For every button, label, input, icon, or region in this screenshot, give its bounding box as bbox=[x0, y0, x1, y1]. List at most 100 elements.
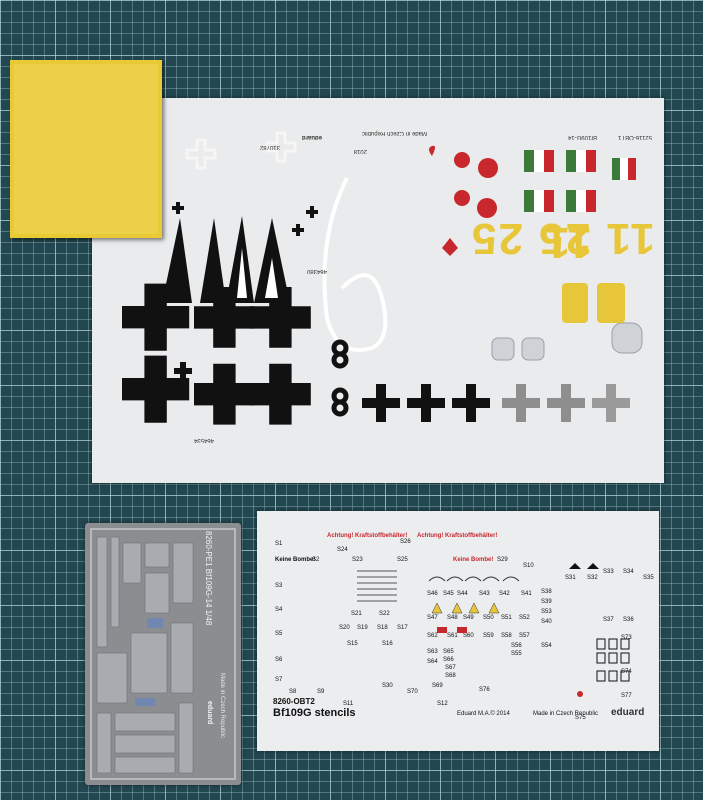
stencil-S16: S16 bbox=[382, 641, 393, 647]
stencil-S37: S37 bbox=[603, 617, 614, 623]
stencil-S61: S61 bbox=[447, 633, 458, 639]
mask-surface bbox=[14, 64, 158, 234]
stencil-S25: S25 bbox=[397, 557, 408, 563]
red-emblems bbox=[429, 145, 498, 256]
stencil-S55: S55 bbox=[511, 651, 522, 657]
small-crosses bbox=[172, 202, 318, 380]
stencil-S40: S40 bbox=[541, 619, 552, 625]
stencil-S8: S8 bbox=[289, 689, 297, 695]
stencil-S36: S36 bbox=[623, 617, 634, 623]
pe-parts-artwork bbox=[90, 528, 236, 780]
code-464534: 464534 bbox=[193, 437, 214, 443]
stencil-S6: S6 bbox=[275, 657, 283, 663]
stencil-sheet-title: Bf109G stencils bbox=[273, 707, 356, 719]
stencil-S1: S1 bbox=[275, 541, 283, 547]
white-outline-shape bbox=[322, 177, 388, 352]
brand-label: eduard bbox=[301, 134, 322, 140]
stencil-S77: S77 bbox=[621, 693, 632, 699]
stencil-S53: S53 bbox=[541, 609, 552, 615]
stencil-S65: S65 bbox=[443, 649, 454, 655]
stencil-S11: S11 bbox=[343, 701, 354, 707]
pe-made-in: Made in Czech Republic bbox=[219, 673, 225, 739]
stencil-S42: S42 bbox=[499, 591, 510, 597]
stencil-decal-sheet: S1 S2 S23 S24 S25 S26 S29 S3 S4 S5 S6 S7… bbox=[257, 511, 659, 751]
yellow-number-11: 11 bbox=[604, 214, 655, 263]
stencil-S56: S56 bbox=[511, 643, 522, 649]
stencil-S19: S19 bbox=[357, 625, 368, 631]
yellow-number-1: 11 bbox=[545, 218, 592, 267]
black-wedges bbox=[162, 216, 290, 303]
white-crosses-top bbox=[185, 131, 297, 170]
stencil-S59: S59 bbox=[483, 633, 494, 639]
stencil-S63: S63 bbox=[427, 649, 438, 655]
stencil-S49: S49 bbox=[463, 615, 474, 621]
code-464380: 464380 bbox=[306, 268, 327, 274]
balkenkreuz-row-right bbox=[362, 384, 490, 422]
stencil-S41: S41 bbox=[521, 591, 532, 597]
stencil-S31: S31 bbox=[565, 575, 576, 581]
sheet-subject: Bf109G-14 bbox=[567, 134, 597, 140]
stencil-S2: S2 bbox=[312, 557, 320, 563]
stencil-S15: S15 bbox=[347, 641, 358, 647]
top-decal-sheet: 11 52116-OBT1 Bf109G-14 Made in Czech Re… bbox=[92, 98, 664, 483]
yellow-number-25b: 25 bbox=[470, 214, 523, 263]
top-decal-artwork: 11 bbox=[122, 131, 643, 425]
stencil-S12: S12 bbox=[437, 701, 448, 707]
stencil-S57: S57 bbox=[519, 633, 530, 639]
stencil-S50: S50 bbox=[483, 615, 494, 621]
stencil-S76: S76 bbox=[479, 687, 490, 693]
stencil-brand: eduard bbox=[611, 707, 645, 718]
stencil-S54: S54 bbox=[541, 643, 552, 649]
stencil-S70: S70 bbox=[407, 689, 418, 695]
stencil-S5: S5 bbox=[275, 631, 283, 637]
stencil-S75: S75 bbox=[575, 715, 586, 721]
stencil-S60: S60 bbox=[463, 633, 474, 639]
stencil-S21: S21 bbox=[351, 611, 362, 617]
stencil-S48: S48 bbox=[447, 615, 458, 621]
year-label: 2018 bbox=[353, 148, 367, 154]
stencil-S62: S62 bbox=[427, 633, 438, 639]
pe-brand: eduard bbox=[206, 701, 213, 725]
silver-decals bbox=[491, 322, 643, 361]
code-310782: 310782 bbox=[259, 144, 280, 150]
stencil-S39: S39 bbox=[541, 599, 552, 605]
stencil-S46: S46 bbox=[427, 591, 438, 597]
stencil-S52: S52 bbox=[519, 615, 530, 621]
stencil-sheet-code: 8260-OBT2 bbox=[273, 697, 315, 706]
stencil-S4: S4 bbox=[275, 607, 283, 613]
stencil-S32: S32 bbox=[587, 575, 598, 581]
warning-keine-bombe-2: Keine Bombe! bbox=[453, 557, 494, 563]
grey-crosses-row bbox=[502, 384, 630, 422]
sheet-code: 52116-OBT1 bbox=[618, 134, 652, 140]
stencil-S66: S66 bbox=[443, 657, 454, 663]
stencil-S18: S18 bbox=[377, 625, 388, 631]
warning-keine-bombe-1: Keine Bombe! bbox=[275, 557, 316, 563]
stencil-S7: S7 bbox=[275, 677, 283, 683]
stencil-S26: S26 bbox=[400, 539, 411, 545]
stencil-S3: S3 bbox=[275, 583, 283, 589]
stencil-artwork bbox=[357, 563, 630, 697]
stencil-S68: S68 bbox=[445, 673, 456, 679]
stencil-S45: S45 bbox=[443, 591, 454, 597]
stencil-S44: S44 bbox=[457, 591, 468, 597]
stencil-S10: S10 bbox=[523, 563, 534, 569]
stencil-S38: S38 bbox=[541, 589, 552, 595]
stencil-S43: S43 bbox=[479, 591, 490, 597]
stencil-S67: S67 bbox=[445, 665, 456, 671]
made-in-label: Made in Czech Republic bbox=[361, 130, 427, 136]
stencil-S29: S29 bbox=[497, 557, 508, 563]
stencil-S20: S20 bbox=[339, 625, 350, 631]
stencil-S24: S24 bbox=[337, 547, 348, 553]
copyright-label: Eduard M.A.© 2014 bbox=[457, 711, 510, 717]
pe-title: 8260-PE1 Bf109G-14 1/48 bbox=[204, 531, 213, 626]
wedge-highlights bbox=[237, 248, 278, 298]
stencil-S73: S73 bbox=[621, 635, 632, 641]
stencil-S30: S30 bbox=[382, 683, 393, 689]
stencil-S74: S74 bbox=[621, 669, 632, 675]
stencil-made-in: Made in Czech Republic bbox=[533, 711, 599, 717]
yellow-mask-sheet bbox=[10, 60, 162, 238]
stencil-S22: S22 bbox=[379, 611, 390, 617]
yellow-number-25a: 25 bbox=[537, 214, 591, 263]
stencil-S35: S35 bbox=[643, 575, 654, 581]
warning-kraftstoff-2: Achtung! Kraftstoffbehälter! bbox=[417, 533, 498, 539]
